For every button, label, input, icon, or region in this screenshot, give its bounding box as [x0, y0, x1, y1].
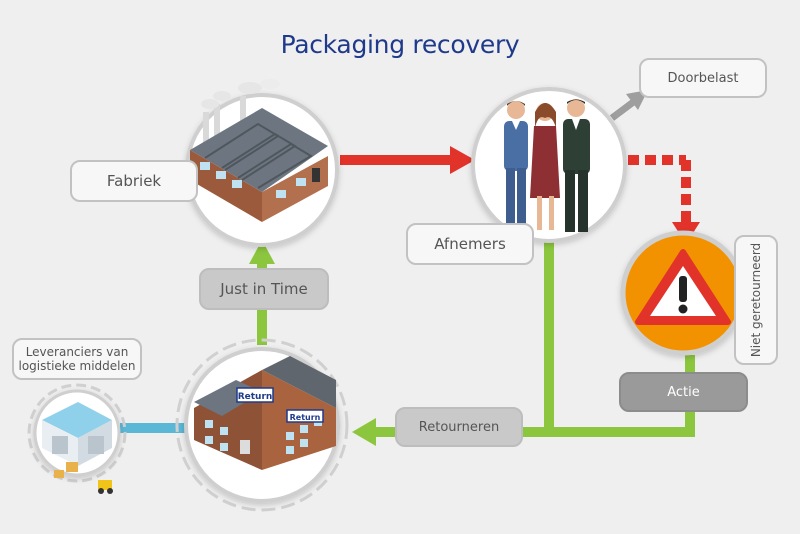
return-sign-2-text: Return [290, 413, 321, 422]
warning-node [620, 230, 746, 356]
customers-node [471, 87, 627, 243]
label-retourneren: Retourneren [395, 407, 523, 447]
label-leveranciers: Leveranciers van logistieke middelen [12, 338, 142, 380]
warning-triangle-icon [635, 249, 731, 325]
label-just-in-time: Just in Time [199, 268, 329, 310]
label-niet-geretourneerd: Niet geretourneerd [734, 235, 778, 365]
label-actie: Actie [619, 372, 748, 412]
return-building-node: Return Return [175, 338, 349, 512]
return-sign-2 [286, 409, 324, 423]
label-afnemers: Afnemers [406, 223, 534, 265]
return-sign-1 [236, 387, 274, 403]
supplier-warehouse-icon [42, 402, 113, 494]
label-fabriek: Fabriek [70, 160, 198, 202]
supplier-node [27, 383, 127, 494]
diagram-title: Packaging recovery [280, 30, 520, 59]
factory-node [185, 79, 339, 247]
return-sign-1-text: Return [238, 392, 273, 402]
factory-icon [190, 79, 328, 222]
label-doorbelast: Doorbelast [639, 58, 767, 98]
return-warehouse-icon: Return Return [194, 356, 336, 470]
delivery-arrow-red [340, 146, 475, 174]
business-people-icon [504, 99, 590, 232]
label-niet-geretourneerd-text: Niet geretourneerd [749, 242, 763, 358]
